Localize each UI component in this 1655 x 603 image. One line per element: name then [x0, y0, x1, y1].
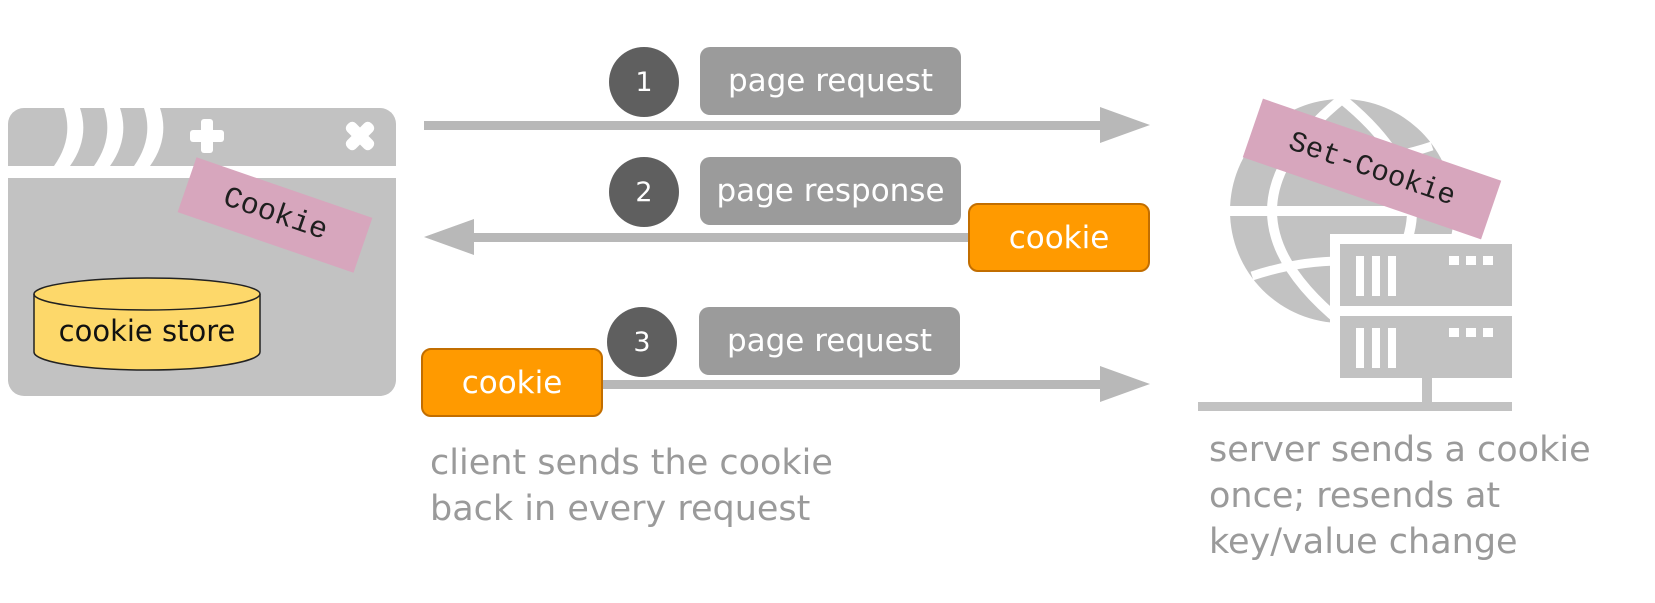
request-cookie-token: cookie [421, 348, 603, 417]
request-arrow-1 [424, 107, 1150, 143]
step-2-badge: 2 [609, 157, 679, 227]
request-arrow-3 [600, 366, 1150, 402]
step-3-label: page request [699, 307, 960, 375]
step-2-label: page response [700, 157, 961, 225]
server-caption: server sends a cookie once; resends at k… [1209, 430, 1591, 562]
step-1-badge: 1 [609, 47, 679, 117]
step-3-badge: 3 [607, 307, 677, 377]
response-cookie-token: cookie [968, 203, 1150, 272]
client-caption: client sends the cookie back in every re… [430, 443, 833, 529]
cookie-store-label: cookie store [58, 314, 236, 348]
response-arrow-2 [424, 219, 970, 255]
step-1-label: page request [700, 47, 961, 115]
cookie-store-cylinder [33, 277, 261, 371]
